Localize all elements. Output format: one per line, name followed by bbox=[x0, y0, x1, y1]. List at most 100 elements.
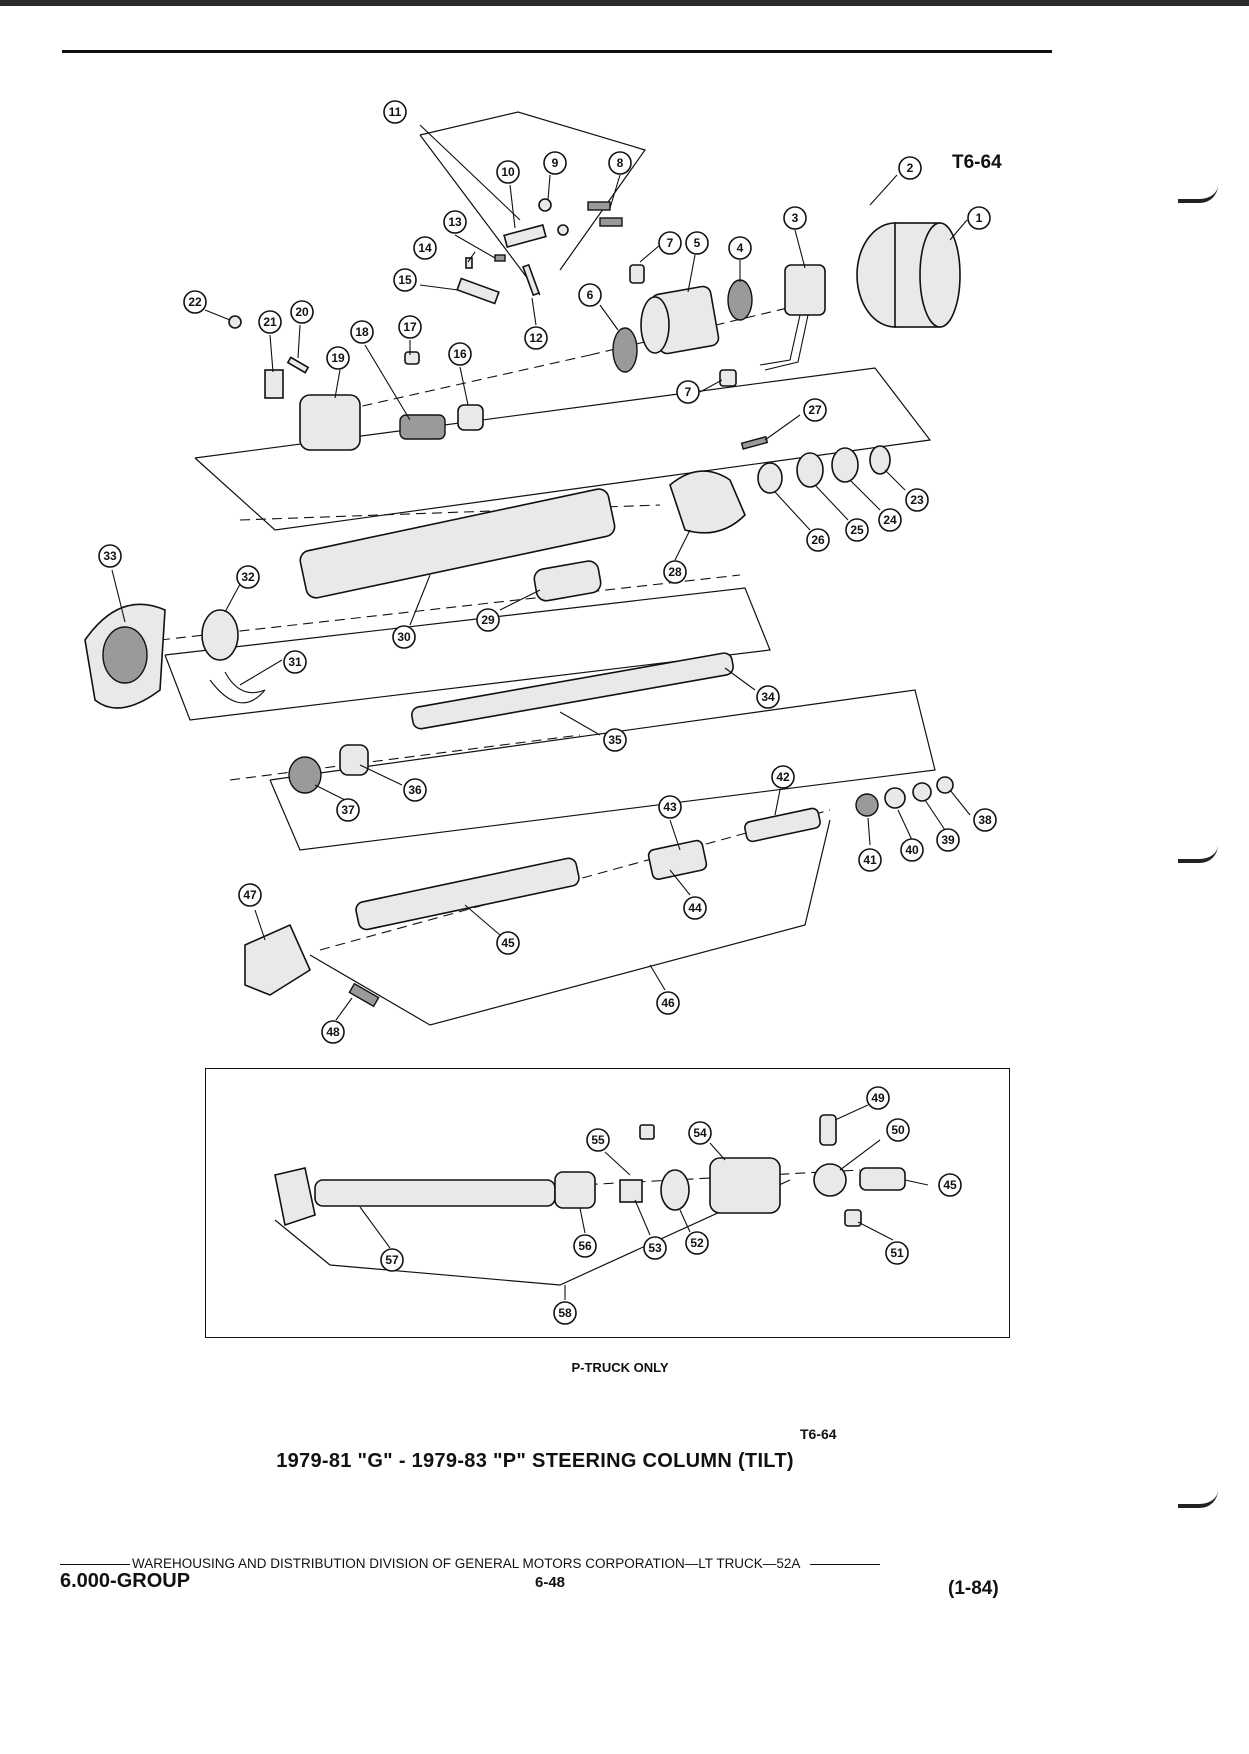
callout-27: 27 bbox=[803, 398, 827, 422]
p-truck-inset-box bbox=[205, 1068, 1010, 1338]
svg-text:11: 11 bbox=[389, 105, 402, 119]
callout-33: 33 bbox=[98, 544, 122, 568]
svg-text:43: 43 bbox=[663, 800, 677, 814]
svg-text:34: 34 bbox=[761, 690, 775, 704]
callout-6: 6 bbox=[578, 283, 602, 307]
callout-41: 41 bbox=[858, 848, 882, 872]
svg-text:33: 33 bbox=[103, 549, 117, 563]
svg-text:10: 10 bbox=[501, 165, 515, 179]
callout-32: 32 bbox=[236, 565, 260, 589]
svg-text:30: 30 bbox=[397, 630, 411, 644]
svg-text:27: 27 bbox=[808, 403, 822, 417]
svg-text:14: 14 bbox=[418, 241, 432, 255]
callout-45-inset: 45 bbox=[938, 1173, 962, 1197]
callout-5: 5 bbox=[685, 231, 709, 255]
callout-52: 52 bbox=[685, 1231, 709, 1255]
callout-2: 2 bbox=[898, 156, 922, 180]
svg-text:5: 5 bbox=[694, 236, 701, 250]
inset-caption: P-TRUCK ONLY bbox=[571, 1360, 669, 1375]
callout-46: 46 bbox=[656, 991, 680, 1015]
svg-text:21: 21 bbox=[263, 315, 277, 329]
footer-rule-left bbox=[60, 1563, 130, 1565]
svg-text:20: 20 bbox=[295, 305, 309, 319]
callout-39: 39 bbox=[936, 828, 960, 852]
callout-54: 54 bbox=[688, 1121, 712, 1145]
svg-text:39: 39 bbox=[941, 833, 955, 847]
callout-1: 1 bbox=[967, 206, 991, 230]
svg-text:46: 46 bbox=[661, 996, 675, 1010]
svg-text:25: 25 bbox=[850, 523, 864, 537]
svg-text:42: 42 bbox=[776, 770, 790, 784]
group-label: 6.000-GROUP bbox=[60, 1570, 191, 1592]
svg-text:45: 45 bbox=[501, 936, 515, 950]
callout-57: 57 bbox=[380, 1248, 404, 1272]
svg-text:15: 15 bbox=[398, 273, 412, 287]
callout-58: 58 bbox=[553, 1301, 577, 1325]
callout-12: 12 bbox=[524, 326, 548, 350]
callout-36: 36 bbox=[403, 778, 427, 802]
callout-40: 40 bbox=[900, 838, 924, 862]
svg-text:56: 56 bbox=[578, 1239, 592, 1253]
callout-50: 50 bbox=[886, 1118, 910, 1142]
callout-11: 11 bbox=[383, 100, 407, 124]
callout-9: 9 bbox=[543, 151, 567, 175]
svg-text:32: 32 bbox=[241, 570, 255, 584]
svg-text:54: 54 bbox=[693, 1126, 707, 1140]
callout-18: 18 bbox=[350, 320, 374, 344]
svg-text:22: 22 bbox=[188, 295, 202, 309]
svg-text:36: 36 bbox=[408, 783, 422, 797]
callout-15: 15 bbox=[393, 268, 417, 292]
svg-text:47: 47 bbox=[243, 888, 257, 902]
callout-26: 26 bbox=[806, 528, 830, 552]
callout-20: 20 bbox=[290, 300, 314, 324]
svg-text:52: 52 bbox=[690, 1236, 704, 1250]
footer-line: WAREHOUSING AND DISTRIBUTION DIVISION OF… bbox=[60, 1556, 1020, 1571]
svg-text:18: 18 bbox=[355, 325, 369, 339]
callout-43: 43 bbox=[658, 795, 682, 819]
binder-tab-mark bbox=[1178, 185, 1218, 203]
callout-22: 22 bbox=[183, 290, 207, 314]
callout-55: 55 bbox=[586, 1128, 610, 1152]
svg-text:4: 4 bbox=[737, 241, 744, 255]
svg-text:31: 31 bbox=[288, 655, 302, 669]
part-callouts: 1 2 3 4 5 6 7 7 8 9 10 11 12 13 14 15 16… bbox=[98, 100, 997, 1325]
svg-text:7: 7 bbox=[685, 385, 692, 399]
svg-text:57: 57 bbox=[385, 1253, 399, 1267]
callout-51: 51 bbox=[885, 1241, 909, 1265]
callout-28: 28 bbox=[663, 560, 687, 584]
callout-7a: 7 bbox=[658, 231, 682, 255]
callout-30: 30 bbox=[392, 625, 416, 649]
svg-text:12: 12 bbox=[529, 331, 543, 345]
callout-44: 44 bbox=[683, 896, 707, 920]
svg-text:55: 55 bbox=[591, 1133, 605, 1147]
svg-text:29: 29 bbox=[481, 613, 495, 627]
callout-31: 31 bbox=[283, 650, 307, 674]
callout-17: 17 bbox=[398, 315, 422, 339]
svg-text:37: 37 bbox=[341, 803, 355, 817]
callout-24: 24 bbox=[878, 508, 902, 532]
callout-14: 14 bbox=[413, 236, 437, 260]
svg-text:23: 23 bbox=[910, 493, 924, 507]
callout-21: 21 bbox=[258, 310, 282, 334]
footer-text: WAREHOUSING AND DISTRIBUTION DIVISION OF… bbox=[132, 1556, 801, 1571]
svg-text:9: 9 bbox=[552, 156, 559, 170]
svg-text:38: 38 bbox=[978, 813, 992, 827]
callout-47: 47 bbox=[238, 883, 262, 907]
svg-text:44: 44 bbox=[688, 901, 702, 915]
svg-text:49: 49 bbox=[871, 1091, 885, 1105]
page-top-edge bbox=[0, 0, 1249, 6]
callout-8: 8 bbox=[608, 151, 632, 175]
callout-53: 53 bbox=[643, 1236, 667, 1260]
svg-text:53: 53 bbox=[648, 1241, 662, 1255]
callout-10: 10 bbox=[496, 160, 520, 184]
svg-text:50: 50 bbox=[891, 1123, 905, 1137]
leader-lines bbox=[111, 124, 971, 1300]
revision-date: (1-84) bbox=[948, 1578, 999, 1599]
callout-7b: 7 bbox=[676, 380, 700, 404]
figure-code-bottom: T6-64 bbox=[800, 1426, 837, 1442]
callout-3: 3 bbox=[783, 206, 807, 230]
callout-56: 56 bbox=[573, 1234, 597, 1258]
callout-49: 49 bbox=[866, 1086, 890, 1110]
svg-text:16: 16 bbox=[453, 347, 467, 361]
